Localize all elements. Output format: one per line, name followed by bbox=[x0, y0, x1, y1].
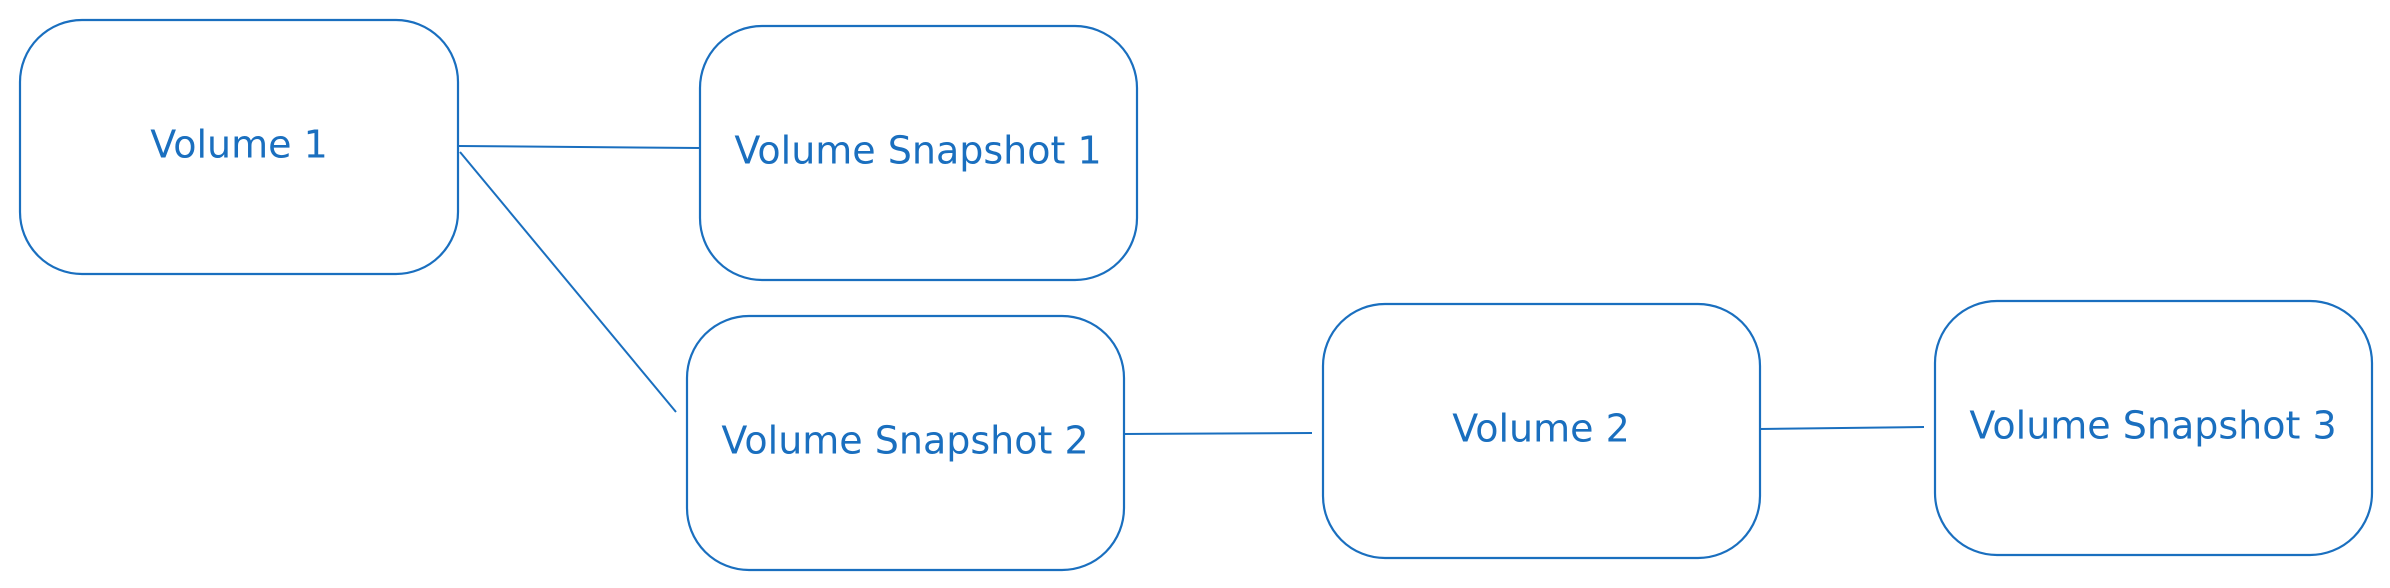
edge-volume-2-to-snapshot-3 bbox=[1759, 426, 1925, 430]
edge-volume-1-to-snapshot-1 bbox=[457, 145, 701, 149]
node-volume-snapshot-1[interactable]: Volume Snapshot 1 bbox=[698, 24, 1139, 282]
edge-snapshot-2-to-volume-2 bbox=[1123, 432, 1313, 435]
node-volume-snapshot-2-label: Volume Snapshot 2 bbox=[721, 419, 1088, 463]
edge-volume-1-to-snapshot-2 bbox=[459, 151, 677, 413]
node-volume-2-label: Volume 2 bbox=[1452, 407, 1630, 451]
node-volume-2-box bbox=[1321, 302, 1762, 560]
node-volume-1-label: Volume 1 bbox=[150, 123, 328, 167]
node-volume-snapshot-2[interactable]: Volume Snapshot 2 bbox=[685, 314, 1126, 572]
node-volume-snapshot-3-label: Volume Snapshot 3 bbox=[1969, 404, 2336, 448]
node-volume-snapshot-3-box bbox=[1933, 299, 2374, 557]
node-volume-1[interactable]: Volume 1 bbox=[18, 18, 460, 276]
node-volume-snapshot-3[interactable]: Volume Snapshot 3 bbox=[1933, 299, 2374, 557]
node-volume-2[interactable]: Volume 2 bbox=[1321, 302, 1762, 560]
node-volume-1-box bbox=[18, 18, 460, 276]
node-volume-snapshot-2-box bbox=[685, 314, 1126, 572]
node-volume-snapshot-1-label: Volume Snapshot 1 bbox=[734, 129, 1101, 173]
node-volume-snapshot-1-box bbox=[698, 24, 1139, 282]
